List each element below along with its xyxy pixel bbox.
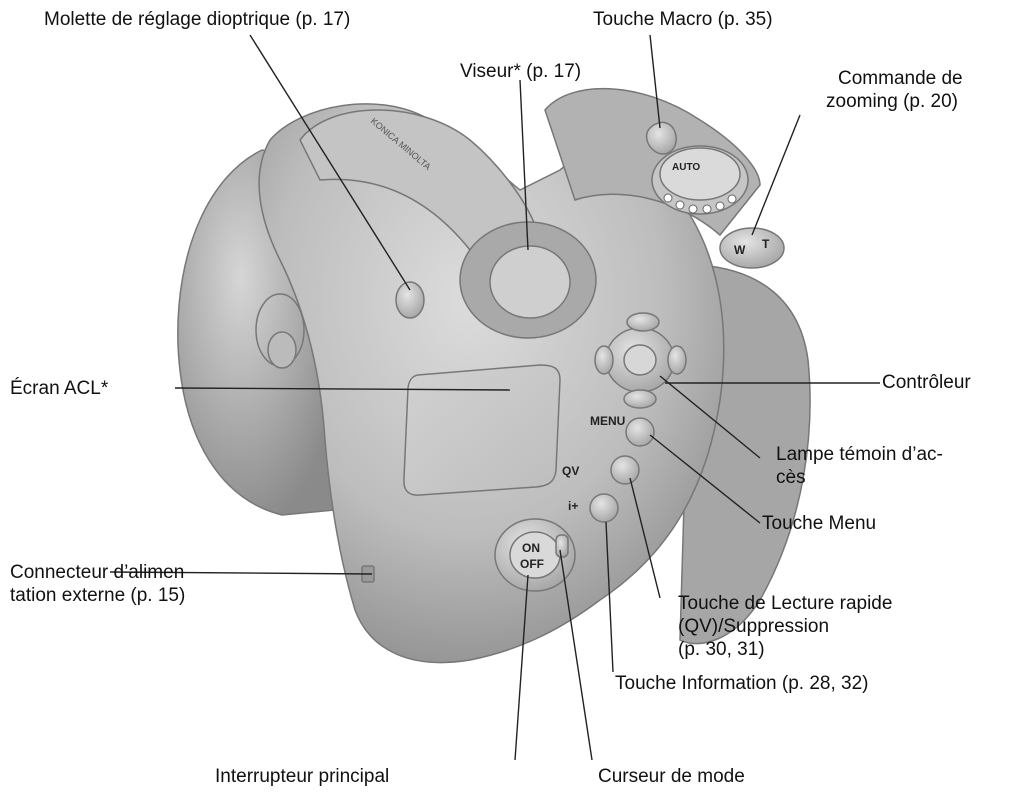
label-controller: Contrôleur bbox=[882, 372, 971, 393]
controller-cluster bbox=[594, 312, 687, 409]
on-text: ON bbox=[522, 541, 540, 555]
label-quickview-3: (p. 30, 31) bbox=[678, 639, 765, 660]
label-zoom-2: zooming (p. 20) bbox=[826, 91, 959, 112]
viewfinder-eyepiece bbox=[489, 245, 571, 319]
zoom-lever bbox=[719, 227, 785, 269]
info-button bbox=[589, 493, 619, 523]
mode-dial-ticks bbox=[663, 193, 737, 214]
label-diopter: Molette de réglage dioptrique (p. 17) bbox=[44, 9, 351, 30]
label-quickview-2: (QV)/Suppression bbox=[678, 616, 830, 637]
menu-text: MENU bbox=[590, 414, 625, 428]
off-text: OFF bbox=[520, 557, 544, 571]
label-info-button: Touche Information (p. 28, 32) bbox=[615, 673, 869, 694]
label-access-lamp-1: Lampe témoin d’ac- bbox=[776, 444, 943, 465]
label-power-connector-2: tation externe (p. 15) bbox=[10, 585, 186, 606]
zoom-t-text: T bbox=[762, 237, 770, 251]
mode-dial-auto-text: AUTO bbox=[672, 162, 700, 173]
label-zoom-1: Commande de bbox=[838, 68, 963, 89]
lcd-screen bbox=[403, 364, 561, 496]
label-mode-switch: Curseur de mode bbox=[598, 766, 745, 787]
label-macro: Touche Macro (p. 35) bbox=[593, 9, 773, 30]
qv-text: QV bbox=[562, 464, 579, 478]
label-power-connector-1: Connecteur d’alimen bbox=[10, 562, 185, 583]
label-quickview-1: Touche de Lecture rapide bbox=[678, 593, 893, 614]
mode-slider bbox=[555, 534, 569, 558]
label-main-switch: Interrupteur principal bbox=[215, 766, 390, 787]
quickview-button bbox=[610, 455, 640, 485]
label-menu-button: Touche Menu bbox=[762, 513, 877, 534]
viewfinder-housing bbox=[299, 109, 536, 251]
info-text: i+ bbox=[568, 499, 578, 513]
label-viewfinder: Viseur* (p. 17) bbox=[460, 61, 582, 82]
label-lcd: Écran ACL* bbox=[10, 378, 109, 399]
diopter-dial bbox=[395, 281, 425, 319]
strap-eyelet bbox=[255, 293, 305, 369]
zoom-w-text: W bbox=[734, 243, 746, 257]
macro-button bbox=[645, 121, 677, 155]
label-access-lamp-2: cès bbox=[776, 467, 806, 488]
menu-button bbox=[625, 417, 655, 447]
leader-lines bbox=[109, 34, 880, 761]
